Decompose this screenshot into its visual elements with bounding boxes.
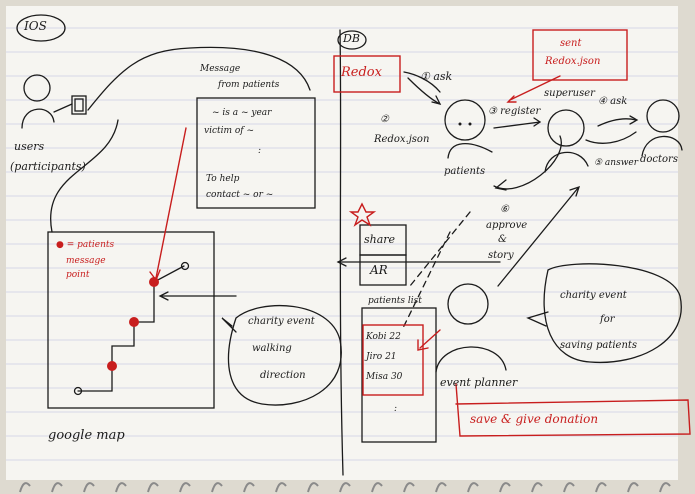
legend-line2: message [66, 256, 106, 266]
message-line3: To help [206, 174, 240, 184]
map-points [107, 277, 159, 371]
saving-bubble [543, 263, 682, 364]
story-label: story [488, 250, 514, 261]
list-row-3: Misa 30 [366, 372, 403, 382]
list-highlight [362, 324, 424, 396]
star-icon [348, 202, 377, 227]
saving-line1: charity event [560, 290, 627, 301]
user-head [23, 74, 51, 102]
participants-label: (participants) [10, 160, 86, 173]
donation-box [455, 383, 691, 437]
list-dots: : [394, 404, 398, 414]
message-box [196, 97, 316, 209]
redox-json-label: Redox.json [374, 134, 430, 145]
answer-label: ⑤ answer [594, 158, 639, 168]
step2-label: ② [380, 114, 389, 125]
patients-list-label: patients list [368, 296, 422, 306]
sent-line1: sent [560, 38, 582, 49]
doctor-head [646, 99, 680, 133]
walking-bubble [227, 304, 342, 406]
ios-oval [16, 14, 66, 42]
legend-label: ● = patients [56, 240, 115, 250]
map-box [47, 231, 215, 409]
event-planner-label: event planner [440, 376, 518, 389]
route-path [77, 265, 185, 392]
ios-label: IOS [24, 19, 47, 33]
spiral-binding [19, 482, 671, 493]
redox-label: Redox [341, 65, 382, 80]
sent-line2: Redox.json [545, 56, 601, 67]
user-body [21, 108, 55, 129]
list-box [361, 307, 437, 443]
doctors-label: doctors [640, 154, 678, 165]
ask1-label: ① ask [420, 70, 453, 83]
db-oval [337, 30, 367, 50]
walking-line2: walking [252, 343, 292, 354]
list-row-2: Jiro 21 [366, 352, 397, 362]
phone-outline [87, 46, 311, 111]
planner-head [447, 283, 489, 325]
phone-icon [71, 95, 87, 115]
saving-line3: saving patients [560, 340, 638, 351]
redox-box [333, 55, 401, 93]
donation-label: save & give donation [470, 412, 599, 426]
ar-box [359, 254, 407, 286]
patients-label: patients [444, 166, 486, 177]
superuser-head [547, 109, 585, 147]
google-map-label: google map [48, 428, 125, 443]
approve-label: approve [486, 220, 528, 231]
superuser-label: superuser [544, 88, 595, 99]
sent-box [532, 29, 628, 81]
db-label: DB [343, 32, 360, 45]
share-label: share [364, 233, 396, 246]
message-line2: victim of ~ [204, 126, 255, 136]
list-row-1: Kobi 22 [366, 332, 401, 342]
message-line1: ~ is a ~ year [212, 108, 272, 118]
ask4-label: ④ ask [598, 96, 628, 107]
walking-line3: direction [260, 370, 306, 381]
saving-line2: for [600, 314, 615, 325]
approve-and: & [498, 234, 507, 245]
approve-step: ⑥ [500, 204, 509, 215]
legend-line3: point [66, 270, 90, 280]
planner-body [435, 346, 507, 373]
message-from: from patients [218, 80, 280, 90]
walking-line1: charity event [248, 316, 315, 327]
message-line4: contact ~ or ~ [206, 190, 274, 200]
patient-body [447, 143, 493, 159]
users-label: users [14, 140, 45, 153]
register-label: ③ register [488, 106, 541, 117]
ar-label: AR [370, 263, 388, 277]
patient-head [444, 99, 486, 141]
message-title: Message [200, 64, 241, 74]
message-dots: : [258, 146, 262, 156]
divider-line [339, 29, 344, 476]
